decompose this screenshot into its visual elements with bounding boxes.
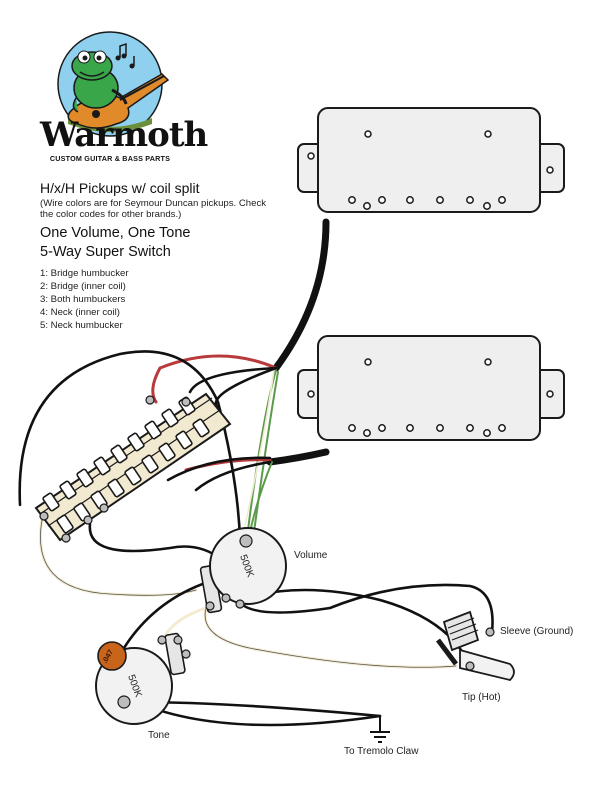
hot-wire <box>236 588 472 668</box>
switch-position: 1: Bridge humbucker <box>40 268 129 279</box>
green-wire-2 <box>253 371 279 533</box>
sleeve-wire <box>236 583 494 634</box>
brand-name: Warmoth <box>40 115 208 155</box>
tone-label: Tone <box>148 730 170 741</box>
black-wire-neck <box>188 366 278 394</box>
warmoth-logo <box>57 31 170 137</box>
sleeve-label: Sleeve (Ground) <box>500 626 574 637</box>
brand-tagline: CUSTOM GUITAR & BASS PARTS <box>49 154 171 163</box>
green-wire-3 <box>249 461 273 533</box>
black-wire-bridge-2 <box>166 456 272 482</box>
switch-position: 2: Bridge (inner coil) <box>40 281 126 292</box>
green-wire-1 <box>247 369 277 531</box>
bridge-pickup <box>297 335 565 441</box>
neck-pickup <box>297 107 565 213</box>
tip-label: Tip (Hot) <box>462 692 501 703</box>
brand-block: Warmoth CUSTOM GUITAR & BASS PARTS <box>40 115 208 163</box>
controls-heading: One Volume, One Tone <box>40 225 191 241</box>
switch-position: 5: Neck humbucker <box>40 320 123 331</box>
tone-capacitor: .047 <box>97 641 127 671</box>
switch-position: 4: Neck (inner coil) <box>40 307 120 318</box>
switch-loop-wire <box>18 350 242 542</box>
ground-wire-jack <box>203 606 458 669</box>
five-way-switch <box>34 392 232 543</box>
volume-label: Volume <box>294 550 328 561</box>
volume-pot: 500K <box>199 527 287 614</box>
ground-symbol <box>370 716 390 743</box>
red-wire-neck <box>151 354 278 404</box>
switch-to-volume-wire <box>88 522 224 562</box>
neck-pickup-cable <box>272 218 330 372</box>
bare-wire-pickup <box>243 369 275 531</box>
ground-wire-jack-outline <box>204 607 457 668</box>
bridge-pickup-cable <box>266 448 330 466</box>
black-wire-bridge <box>194 460 272 492</box>
diagram-title: H/x/H Pickups w/ coil split <box>40 180 200 196</box>
output-jack <box>436 610 515 681</box>
switch-heading: 5-Way Super Switch <box>40 244 171 260</box>
switch-positions-list: 1: Bridge humbucker 2: Bridge (inner coi… <box>40 267 129 332</box>
switch-position: 3: Both humbuckers <box>40 294 126 305</box>
ground-wire-switch-outline <box>40 519 197 596</box>
ground-label: To Tremolo Claw <box>344 746 419 757</box>
wire-color-note: (Wire colors are for Seymour Duncan pick… <box>40 198 267 220</box>
